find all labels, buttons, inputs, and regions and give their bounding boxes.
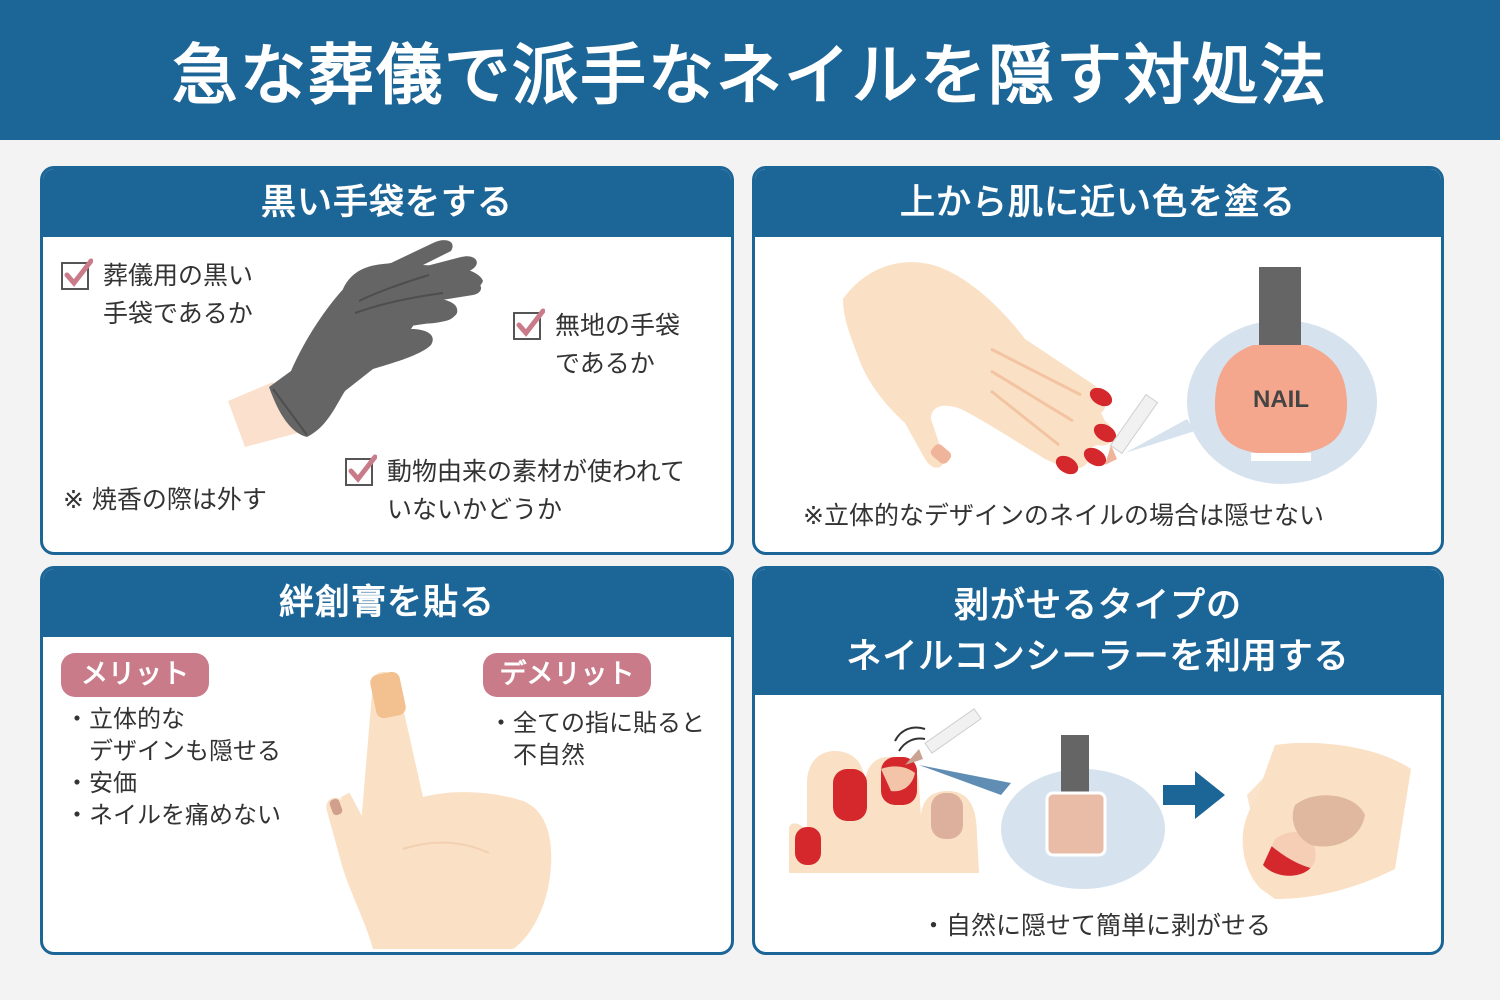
concealer-note: ・自然に隠せて簡単に剥がせる xyxy=(921,911,1272,940)
checkbox-checked-icon xyxy=(61,258,93,290)
panel-gloves: 黒い手袋をする 葬儀用の黒い 手袋であるか 無地の手袋 であるか 動物由来の素材… xyxy=(40,166,734,555)
panel-paint-heading: 上から肌に近い色を塗る xyxy=(755,169,1441,237)
list-item: ・全ての指に貼ると xyxy=(489,709,705,737)
check-item-text: であるか xyxy=(555,349,655,378)
bottle-label: NAIL xyxy=(1253,386,1309,413)
checkbox-checked-icon xyxy=(345,454,377,486)
panel-concealer-heading-line2: ネイルコンシーラーを利用する xyxy=(846,637,1350,677)
list-item: デザインも隠せる xyxy=(65,737,281,765)
black-glove-illustration xyxy=(228,240,483,447)
check-item-text: 葬儀用の黒い xyxy=(103,261,254,290)
panel-gloves-heading: 黒い手袋をする xyxy=(43,169,731,237)
check-item-text: 手袋であるか xyxy=(103,299,253,328)
bandaged-finger-illustration xyxy=(326,671,552,949)
list-item: 不自然 xyxy=(489,741,585,769)
panel-concealer: 剥がせるタイプの ネイルコンシーラーを利用する ・自然に隠せて簡単に剥がせる xyxy=(752,566,1444,955)
panel-bandage-heading: 絆創膏を貼る xyxy=(43,569,731,637)
list-item: ・安価 xyxy=(65,769,137,797)
demerit-list: ・全ての指に貼ると 不自然 xyxy=(489,707,705,771)
check-item-text: いないかどうか xyxy=(387,495,563,524)
merit-badge: メリット xyxy=(61,653,209,697)
gloves-note: ※ 焼香の際は外す xyxy=(63,485,267,514)
painting-nails-illustration: NAIL xyxy=(843,262,1377,484)
panel-bandage: 絆創膏を貼る メリット ・立体的な デザインも隠せる ・安価 ・ネイルを痛めない… xyxy=(40,566,734,955)
panel-concealer-heading-line1: 剥がせるタイプの xyxy=(953,586,1242,627)
list-item: ・立体的な xyxy=(65,705,185,733)
demerit-badge: デメリット xyxy=(483,653,651,697)
checkbox-checked-icon xyxy=(513,308,545,340)
check-item-text: 動物由来の素材が使われて xyxy=(387,457,686,486)
merit-list: ・立体的な デザインも隠せる ・安価 ・ネイルを痛めない xyxy=(65,703,281,831)
paint-note: ※立体的なデザインのネイルの場合は隠せない xyxy=(803,501,1324,530)
nail-concealer-illustration xyxy=(789,708,1411,899)
page-title: 急な葬儀で派手なネイルを隠す対処法 xyxy=(0,0,1500,140)
panel-concealer-heading: 剥がせるタイプの ネイルコンシーラーを利用する xyxy=(755,569,1441,695)
panel-paint: 上から肌に近い色を塗る NAIL ※立体的なデザインのネイルの場合は隠せない xyxy=(752,166,1444,555)
check-item-text: 無地の手袋 xyxy=(555,311,681,340)
list-item: ・ネイルを痛めない xyxy=(65,801,281,829)
